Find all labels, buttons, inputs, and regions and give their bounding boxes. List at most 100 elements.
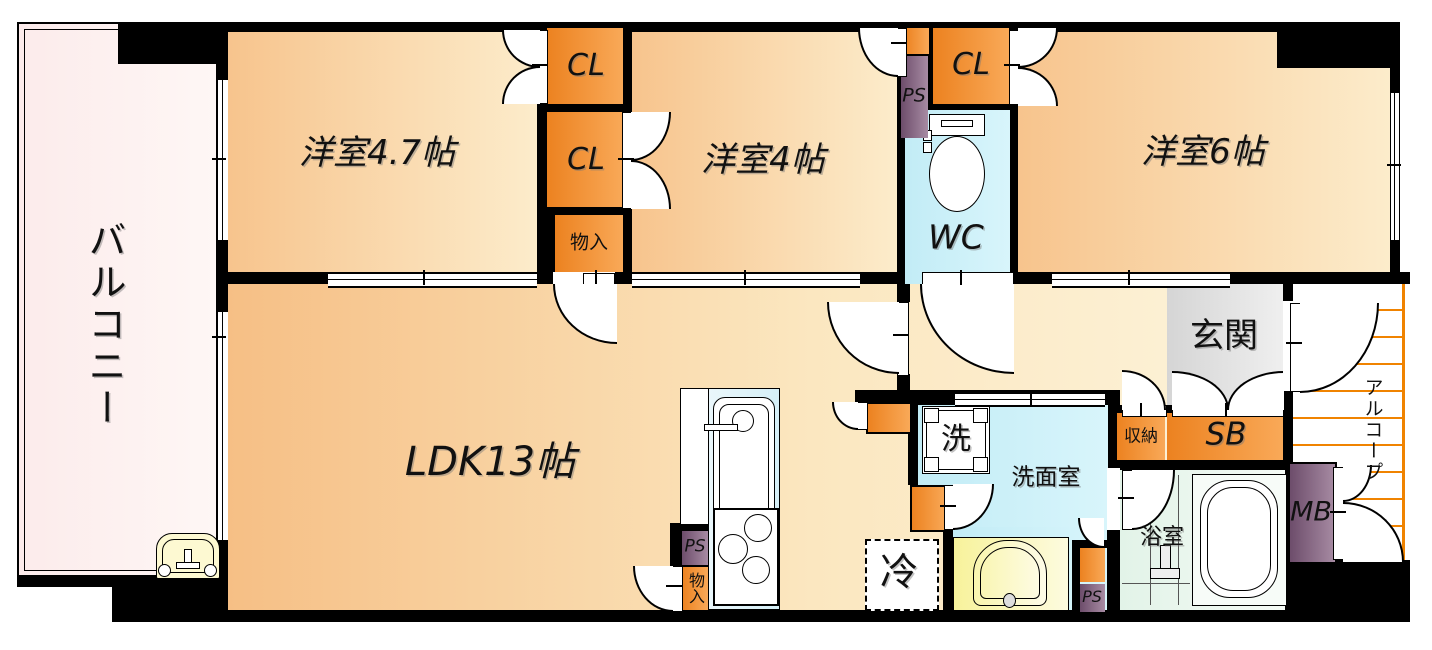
pipe-space-kitchen-label: PS bbox=[684, 536, 706, 557]
shower-icon bbox=[1150, 568, 1180, 579]
sliding-door bbox=[632, 272, 860, 288]
closet-corner-box bbox=[905, 28, 929, 54]
fridge-space bbox=[865, 539, 939, 611]
tick bbox=[1140, 403, 1142, 417]
meter-box-label: MB bbox=[1290, 496, 1332, 528]
tick bbox=[940, 505, 956, 507]
kitchen-spout-icon bbox=[704, 424, 738, 431]
sliding-door bbox=[328, 272, 537, 288]
tick bbox=[893, 334, 909, 336]
wall bbox=[1283, 284, 1293, 610]
balcony-label: バルコニー bbox=[82, 220, 126, 430]
tick bbox=[1030, 391, 1032, 405]
door-opening bbox=[1107, 468, 1120, 530]
tick bbox=[1128, 270, 1130, 285]
tick bbox=[423, 270, 425, 285]
balcony-faucet-inner bbox=[162, 539, 214, 573]
door-opening bbox=[1283, 301, 1293, 391]
balcony-faucet-knob bbox=[204, 564, 217, 577]
storage-mid-label: 物入 bbox=[569, 231, 609, 254]
pipe-space-kitchen bbox=[682, 531, 708, 565]
alcove-label: アルコープ bbox=[1361, 377, 1384, 483]
bathroom-label: 浴室 bbox=[1139, 525, 1185, 550]
wall bbox=[897, 284, 910, 302]
tick bbox=[960, 270, 962, 285]
wall bbox=[943, 527, 953, 610]
tick bbox=[1387, 164, 1401, 166]
washer-corner bbox=[924, 408, 939, 423]
bath-tile-line bbox=[1150, 475, 1151, 605]
washer-corner bbox=[973, 408, 988, 423]
tick bbox=[1286, 342, 1302, 344]
tick bbox=[212, 158, 226, 160]
washer-corner bbox=[973, 457, 988, 472]
closet-right bbox=[933, 28, 1009, 104]
room47-floor bbox=[228, 32, 537, 272]
wall bbox=[1280, 560, 1410, 622]
closet-right-label: CL bbox=[952, 47, 990, 82]
wall bbox=[897, 22, 905, 284]
room6-label: 洋室6帖 bbox=[1141, 132, 1265, 172]
storage-kitchen-box bbox=[682, 567, 708, 610]
storage-mid bbox=[555, 215, 623, 272]
tick bbox=[212, 336, 226, 338]
basin-inner bbox=[980, 547, 1040, 599]
shoes-storage-box bbox=[1117, 413, 1165, 460]
tick bbox=[618, 158, 634, 160]
hallway-cabinet bbox=[866, 402, 912, 434]
wall bbox=[227, 610, 1290, 622]
stove-burner-icon bbox=[718, 534, 748, 564]
balcony-drain-icon bbox=[176, 562, 200, 569]
tick bbox=[744, 270, 746, 285]
shoes-storage-label: 収納 bbox=[1124, 426, 1158, 447]
toilet-bowl-icon bbox=[929, 136, 985, 212]
tick bbox=[532, 64, 548, 66]
pipe-space-top-label: PS bbox=[902, 84, 926, 107]
closet-mid bbox=[547, 112, 623, 207]
sliding-door bbox=[1052, 272, 1230, 288]
wall bbox=[1012, 272, 1052, 284]
washroom-ps-cabinet bbox=[1080, 548, 1105, 582]
balcony-faucet-knob bbox=[158, 564, 171, 577]
meter-box bbox=[1288, 462, 1337, 564]
pipe-space-wash-label: PS bbox=[1082, 587, 1102, 606]
tick bbox=[1004, 64, 1020, 66]
tick bbox=[1225, 403, 1227, 417]
wall bbox=[1110, 460, 1290, 470]
closet-top-label: CL bbox=[567, 48, 605, 83]
wall bbox=[1230, 272, 1410, 284]
wall bbox=[228, 272, 328, 284]
wall bbox=[118, 22, 228, 64]
wall bbox=[908, 403, 918, 485]
window bbox=[218, 80, 228, 240]
bath-tile-line bbox=[1178, 475, 1179, 605]
wall bbox=[118, 22, 1400, 32]
tick bbox=[666, 585, 682, 587]
balcony-inner-line bbox=[24, 29, 211, 571]
window bbox=[218, 312, 228, 540]
pipe-space-wash bbox=[1080, 584, 1105, 612]
basin-drain-icon bbox=[1003, 593, 1016, 608]
stove-burner-icon bbox=[744, 514, 772, 542]
washroom-door-cabinet bbox=[910, 485, 948, 532]
wall bbox=[1072, 540, 1080, 610]
shoe-box-label: SB bbox=[1205, 416, 1247, 453]
tick bbox=[595, 270, 597, 284]
storage-kitchen-label: 物入 bbox=[686, 572, 705, 604]
tick bbox=[891, 42, 907, 44]
shoe-box bbox=[1167, 413, 1283, 460]
fridge-label: 冷 bbox=[879, 550, 919, 594]
room4-label: 洋室4帖 bbox=[701, 140, 825, 180]
room6-floor bbox=[1018, 32, 1390, 272]
wall bbox=[1010, 22, 1018, 284]
tick bbox=[1118, 497, 1134, 499]
stove-burner-icon bbox=[742, 556, 770, 584]
toilet-tank-line bbox=[941, 120, 973, 127]
washer-label: 洗 bbox=[941, 422, 971, 457]
entrance-label: 玄関 bbox=[1190, 316, 1258, 356]
wc-label: WC bbox=[928, 217, 984, 257]
washer-corner bbox=[924, 457, 939, 472]
bath-tile-line bbox=[1122, 583, 1190, 584]
washroom-label: 洗面室 bbox=[1011, 464, 1081, 491]
window bbox=[1391, 93, 1399, 240]
